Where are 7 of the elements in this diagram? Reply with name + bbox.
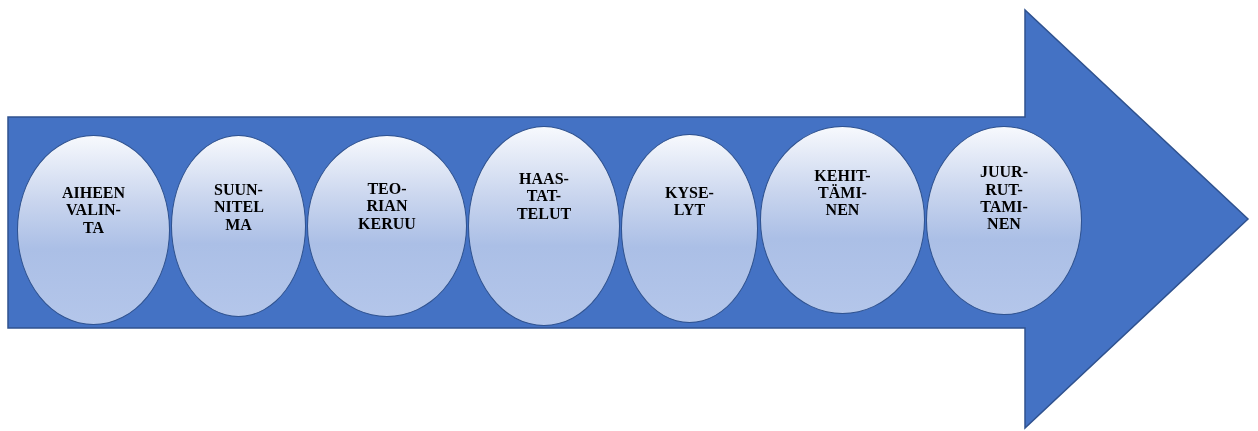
step-label: KEHIT- TÄMI- NEN bbox=[814, 166, 871, 219]
step-label: KYSE- LYT bbox=[665, 183, 714, 219]
step-label: SUUN- NITEL MA bbox=[214, 181, 263, 233]
step-label: HAAS- TAT- TELUT bbox=[516, 170, 572, 222]
step-label: TEO- RIAN KERUU bbox=[358, 180, 416, 232]
step-label: AIHEEN VALIN- TA bbox=[61, 184, 126, 236]
step-label: JUUR- RUT- TAMI- NEN bbox=[980, 163, 1028, 233]
